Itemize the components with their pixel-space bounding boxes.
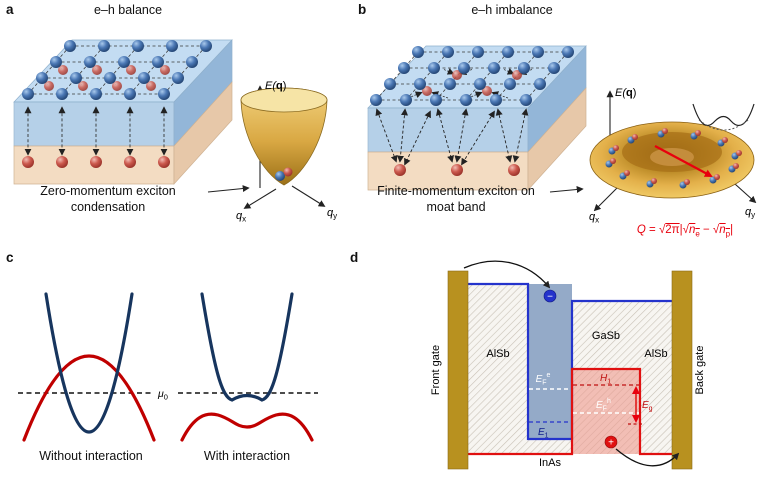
inas-electron-region: [528, 284, 572, 439]
panel-a-band: E(q) qx qy: [236, 80, 337, 224]
panel-a-label: a: [6, 2, 14, 17]
electron-spheres: [370, 46, 574, 106]
qx-axis-label: qx: [236, 210, 246, 224]
back-gate-tuning-arrow: [615, 448, 680, 467]
panel-a-caption: Zero-momentum exciton condensation: [40, 184, 176, 214]
panel-b-title: e–h imbalance: [471, 3, 553, 17]
interlayer-fan-arrows: [375, 108, 529, 166]
alsb-left-label: AlSb: [486, 348, 509, 360]
panel-b-label: b: [358, 2, 367, 17]
moat-momentum-arrow: [654, 144, 713, 178]
hole-band: [22, 354, 156, 442]
slab-3d: [13, 39, 233, 185]
panel-b-caption: Finite-momentum exciton on moat band: [377, 184, 535, 214]
panel-c-caption-left: Without interaction: [39, 449, 143, 463]
qy-axis-label: qy: [745, 206, 755, 220]
hole-band-hybridized: [180, 412, 314, 442]
moat-dispersion-inset: [692, 103, 755, 131]
hole-spheres-front: [394, 164, 520, 176]
panel-d-device: − + AlSb GaSb AlSb InAs EFe E1 H1 EFh Eg…: [430, 260, 706, 470]
panel-a-slab: [13, 39, 233, 185]
h1-label: H1: [600, 373, 611, 386]
electron-band-hybridized: [200, 292, 294, 402]
inas-label: InAs: [539, 457, 562, 469]
hole-spheres-front: [22, 156, 170, 168]
energy-axis-label: E(q): [265, 80, 286, 92]
hole-charge-marker: +: [604, 435, 618, 449]
energy-axis-label: E(q): [615, 87, 636, 99]
pair-connectors: [407, 68, 533, 99]
front-gate-tuning-arrow: [463, 260, 551, 289]
hole-spheres-upper: [44, 65, 170, 91]
front-gate-bar: [447, 270, 469, 470]
band-opening: [240, 87, 328, 113]
panel-c-label: c: [6, 250, 14, 265]
svg-text:−: −: [547, 292, 553, 303]
interlayer-arrows: [24, 106, 168, 156]
back-gate-label: Back gate: [694, 346, 706, 395]
front-gate-label: Front gate: [430, 345, 442, 395]
electron-charge-marker: −: [543, 289, 557, 303]
svg-text:+: +: [608, 438, 614, 449]
e1-label: E1: [538, 427, 549, 440]
band-diagram-with-interaction: [178, 292, 318, 442]
panel-c-caption-right: With interaction: [203, 449, 291, 463]
chemical-potential-label: μ0: [157, 388, 168, 402]
rim-exciton-pairs: [605, 128, 742, 189]
efe-label: EFe: [536, 372, 551, 387]
panel-b-caption-arrow: [549, 186, 584, 193]
gasb-label: GaSb: [592, 330, 620, 342]
qx-axis-label: qx: [589, 211, 599, 225]
conduction-band-line: [468, 282, 672, 441]
qy-axis-label: qy: [327, 207, 337, 221]
electron-spheres: [22, 40, 212, 100]
condensed-exciton-pair: [275, 167, 293, 181]
eg-label: Eg: [642, 400, 653, 413]
panel-b-slab: [367, 45, 587, 191]
back-gate-bar: [671, 270, 693, 470]
panel-d-label: d: [350, 250, 359, 265]
panel-b-moat-band: E(q) qx qy: [589, 87, 757, 225]
electron-band: [44, 292, 134, 434]
moat-momentum-equation: Q = √2π|√ne − √np|: [636, 224, 734, 239]
band-diagram-without-interaction: μ0: [18, 292, 168, 442]
alsb-right-label: AlSb: [644, 348, 667, 360]
panel-a-caption-arrow: [207, 185, 250, 193]
hole-spheres-upper: [422, 70, 522, 96]
valence-band-line: [468, 367, 672, 456]
efh-label: EFh: [596, 398, 611, 413]
panel-a-title: e–h balance: [93, 3, 163, 17]
